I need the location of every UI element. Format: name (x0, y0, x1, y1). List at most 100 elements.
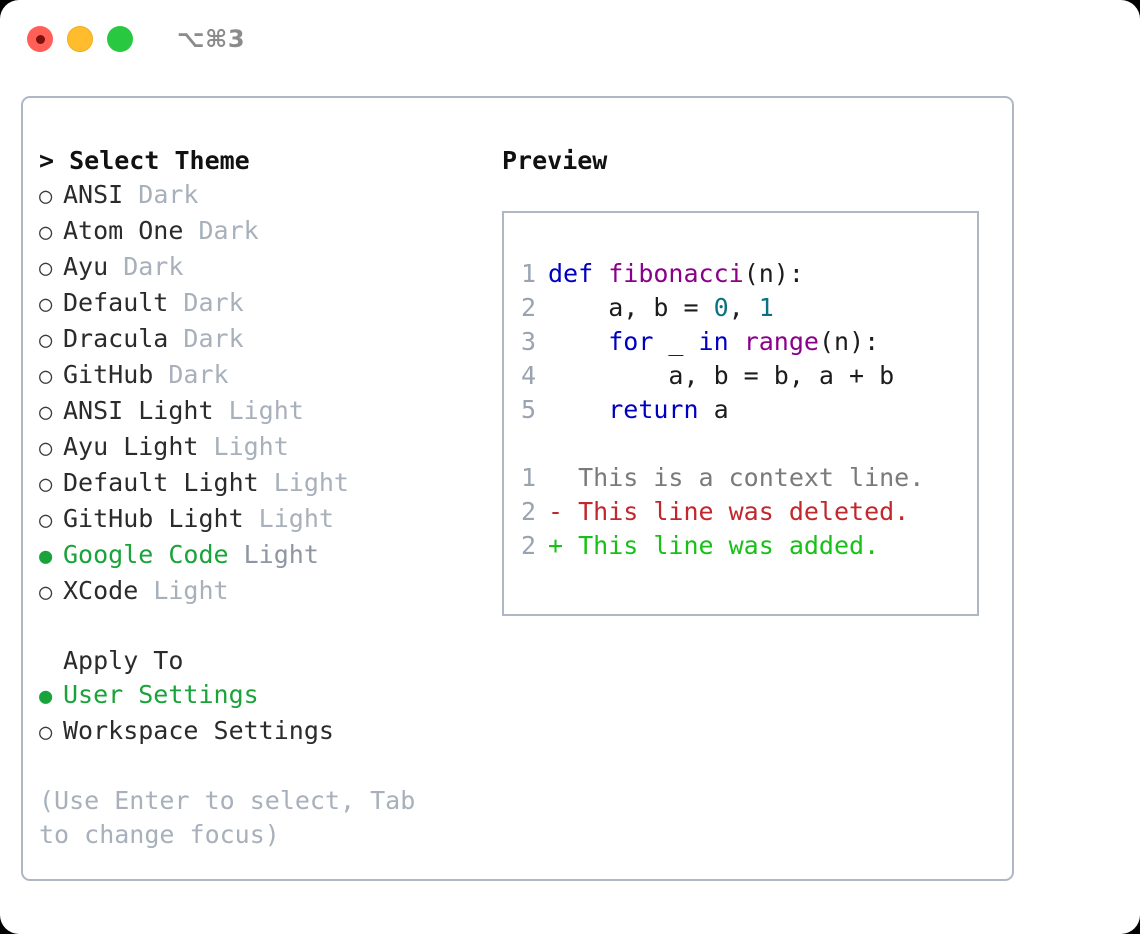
theme-option-label: XCode (63, 576, 139, 605)
theme-option-ansi-light[interactable]: ○ANSI Light Light (39, 394, 499, 430)
token-fn: range (743, 327, 819, 356)
token-num: 0 (713, 293, 729, 322)
theme-option-github[interactable]: ○GitHub Dark (39, 358, 499, 394)
code-line-text: return a (548, 393, 728, 427)
theme-list[interactable]: ○ANSI Dark○Atom One Dark○Ayu Dark○Defaul… (39, 178, 499, 610)
code-line: 3 for _ in range(n): (504, 325, 977, 359)
code-line: 5 return a (504, 393, 977, 427)
token-pl: (n): (743, 259, 804, 288)
token-kw: in (698, 327, 729, 356)
diff-line: 2 - This line was deleted. (504, 495, 977, 529)
theme-option-label: GitHub Light (63, 504, 244, 533)
theme-option-ayu-light[interactable]: ○Ayu Light Light (39, 430, 499, 466)
diff-line-text: + This line was added. (548, 531, 880, 560)
theme-option-variant: Dark (123, 180, 199, 209)
preview-title: Preview (502, 146, 608, 175)
diff-line: 1 This is a context line. (504, 461, 977, 495)
title-bar: ⌥⌘3 (0, 0, 1140, 78)
theme-option-label: Google Code (63, 540, 229, 569)
line-number: 4 (520, 361, 536, 390)
theme-option-label: Ayu Light (63, 432, 199, 461)
token-pl: (n): (818, 327, 880, 356)
radio-unselected-icon: ○ (39, 184, 53, 209)
radio-selected-icon: ● (39, 684, 53, 709)
close-button[interactable] (27, 26, 53, 52)
code-line-text: def fibonacci(n): (548, 257, 804, 291)
theme-selection-column: > Select Theme ○ANSI Dark○Atom One Dark○… (39, 144, 499, 852)
diff-sample: 1 This is a context line.2- This line wa… (504, 461, 977, 563)
theme-option-xcode[interactable]: ○XCode Light (39, 574, 499, 610)
radio-unselected-icon: ○ (39, 220, 53, 245)
radio-unselected-icon: ○ (39, 292, 53, 317)
diff-line-text: This is a context line. (548, 463, 925, 492)
theme-option-ansi[interactable]: ○ ANSI Dark (39, 178, 499, 214)
theme-option-google-code[interactable]: ●Google Code Light (39, 538, 499, 574)
theme-option-ayu[interactable]: ○Ayu Dark (39, 250, 499, 286)
code-line-text: a, b = 0, 1 (548, 291, 774, 325)
apply-to-option-label: Workspace Settings (63, 716, 334, 745)
close-icon (35, 34, 45, 44)
token-kw: def (548, 259, 609, 288)
token-fn: fibonacci (608, 259, 744, 288)
theme-option-label: Atom One (63, 216, 184, 245)
minimize-button[interactable] (67, 26, 93, 52)
token-pl: _ (653, 327, 699, 356)
code-line-text: a, b = b, a + b (548, 359, 894, 393)
theme-option-github-light[interactable]: ○ GitHub Light Light (39, 502, 499, 538)
theme-option-variant: Dark (168, 324, 244, 353)
line-number: 1 (520, 463, 536, 492)
theme-option-label: Ayu (63, 252, 109, 281)
apply-to-header: Apply To (63, 646, 184, 675)
line-number: 3 (520, 327, 536, 356)
token-pl: a, b = (548, 293, 714, 322)
theme-option-variant: Dark (108, 252, 184, 281)
radio-unselected-icon: ○ (39, 472, 53, 497)
token-kw: for (608, 327, 654, 356)
select-theme-header: > Select Theme (39, 146, 250, 175)
code-line: 1 def fibonacci(n): (504, 257, 977, 291)
token-kw: return (608, 395, 699, 424)
keyboard-shortcut-label: ⌥⌘3 (177, 25, 246, 53)
code-line: 4 a, b = b, a + b (504, 359, 977, 393)
line-number: 2 (520, 531, 536, 560)
line-number: 1 (520, 259, 536, 288)
theme-option-variant: Dark (183, 216, 259, 245)
radio-unselected-icon: ○ (39, 436, 53, 461)
theme-option-variant: Light (213, 396, 304, 425)
theme-option-default-light[interactable]: ○Default Light Light (39, 466, 499, 502)
radio-unselected-icon: ○ (39, 508, 53, 533)
line-number: 2 (520, 497, 536, 526)
theme-option-variant: Light (243, 504, 334, 533)
radio-unselected-icon: ○ (39, 364, 53, 389)
apply-to-option-user-settings[interactable]: ● User Settings (39, 678, 499, 714)
code-line: 2 a, b = 0, 1 (504, 291, 977, 325)
line-number: 2 (520, 293, 536, 322)
keyboard-hint-text: (Use Enter to select, Tab to change focu… (39, 786, 431, 849)
token-pl (548, 395, 608, 424)
theme-picker-dialog: > Select Theme ○ANSI Dark○Atom One Dark○… (21, 96, 1014, 881)
theme-option-label: ANSI Light (63, 396, 214, 425)
theme-option-atom-one[interactable]: ○ Atom One Dark (39, 214, 499, 250)
theme-option-label: ANSI (63, 180, 124, 209)
section-spacer (39, 610, 499, 644)
window-controls (27, 26, 133, 52)
token-pl (729, 327, 744, 356)
apply-to-option-label: User Settings (63, 680, 259, 709)
apply-to-list[interactable]: ● User Settings ○ Workspace Settings (39, 678, 499, 750)
line-number: 5 (520, 395, 536, 424)
diff-line: 2 + This line was added. (504, 529, 977, 563)
radio-unselected-icon: ○ (39, 720, 53, 745)
theme-option-dracula[interactable]: ○Dracula Dark (39, 322, 499, 358)
maximize-button[interactable] (107, 26, 133, 52)
theme-option-default[interactable]: ○Default Dark (39, 286, 499, 322)
diff-line-text: - This line was deleted. (548, 497, 910, 526)
apply-to-option-workspace-settings[interactable]: ○ Workspace Settings (39, 714, 499, 750)
theme-option-label: GitHub (63, 360, 154, 389)
token-pl: a, b = b, a + b (548, 361, 895, 390)
token-num: 1 (758, 293, 774, 322)
theme-option-variant: Light (228, 540, 319, 569)
